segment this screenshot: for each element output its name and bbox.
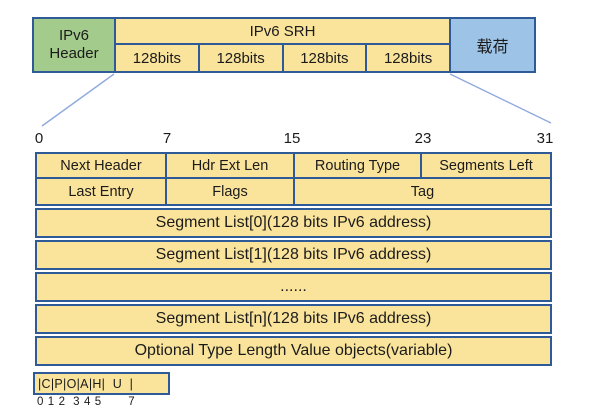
cell-flags: Flags	[165, 179, 293, 204]
srh-table: Next Header Hdr Ext Len Routing Type Seg…	[35, 152, 552, 366]
ipv6-header-line2: Header	[49, 45, 99, 62]
connector-line-left	[41, 73, 115, 127]
ruler-tick-7: 7	[162, 130, 172, 147]
connector-line-right	[449, 73, 552, 124]
srh-cell-1: 128bits	[197, 45, 282, 71]
srh-header-block: Next Header Hdr Ext Len Routing Type Seg…	[35, 152, 552, 206]
srh-cells-row: 128bits 128bits 128bits 128bits	[116, 45, 449, 71]
cell-tag: Tag	[293, 179, 550, 204]
row-optional-tlv: Optional Type Length Value objects(varia…	[35, 336, 552, 366]
ruler-tick-0: 0	[34, 130, 44, 147]
ruler-tick-31: 31	[536, 130, 554, 147]
srh-cell-0: 128bits	[132, 49, 182, 67]
header-row-1: Next Header Hdr Ext Len Routing Type Seg…	[37, 154, 550, 179]
cell-hdr-ext-len: Hdr Ext Len	[165, 154, 293, 177]
flags-detail-box: |C|P|O|A|H| U |	[33, 372, 170, 395]
cell-next-header: Next Header	[37, 154, 165, 177]
row-segment-list-1: Segment List[1](128 bits IPv6 address)	[35, 240, 552, 270]
srh-box: IPv6 SRH 128bits 128bits 128bits 128bits	[114, 17, 451, 73]
ipv6-header-box: IPv6 Header	[32, 17, 116, 73]
cell-last-entry: Last Entry	[37, 179, 165, 204]
row-segment-list-n: Segment List[n](128 bits IPv6 address)	[35, 304, 552, 334]
packet-strip: IPv6 Header IPv6 SRH 128bits 128bits 128…	[32, 17, 536, 73]
cell-segments-left: Segments Left	[420, 154, 550, 177]
srh-title: IPv6 SRH	[116, 19, 449, 45]
header-row-2: Last Entry Flags Tag	[37, 179, 550, 204]
cell-routing-type: Routing Type	[293, 154, 420, 177]
ruler-tick-23: 23	[414, 130, 432, 147]
ipv6-header-line1: IPv6	[58, 27, 89, 44]
ruler-tick-15: 15	[283, 130, 301, 147]
row-ellipsis: ......	[35, 272, 552, 302]
flags-bit-positions: 0 1 2 3 4 5 7	[37, 396, 136, 408]
srh-cell-3: 128bits	[365, 45, 449, 71]
payload-box: 载荷	[449, 17, 536, 73]
srh-cell-2: 128bits	[281, 45, 366, 71]
row-segment-list-0: Segment List[0](128 bits IPv6 address)	[35, 208, 552, 238]
